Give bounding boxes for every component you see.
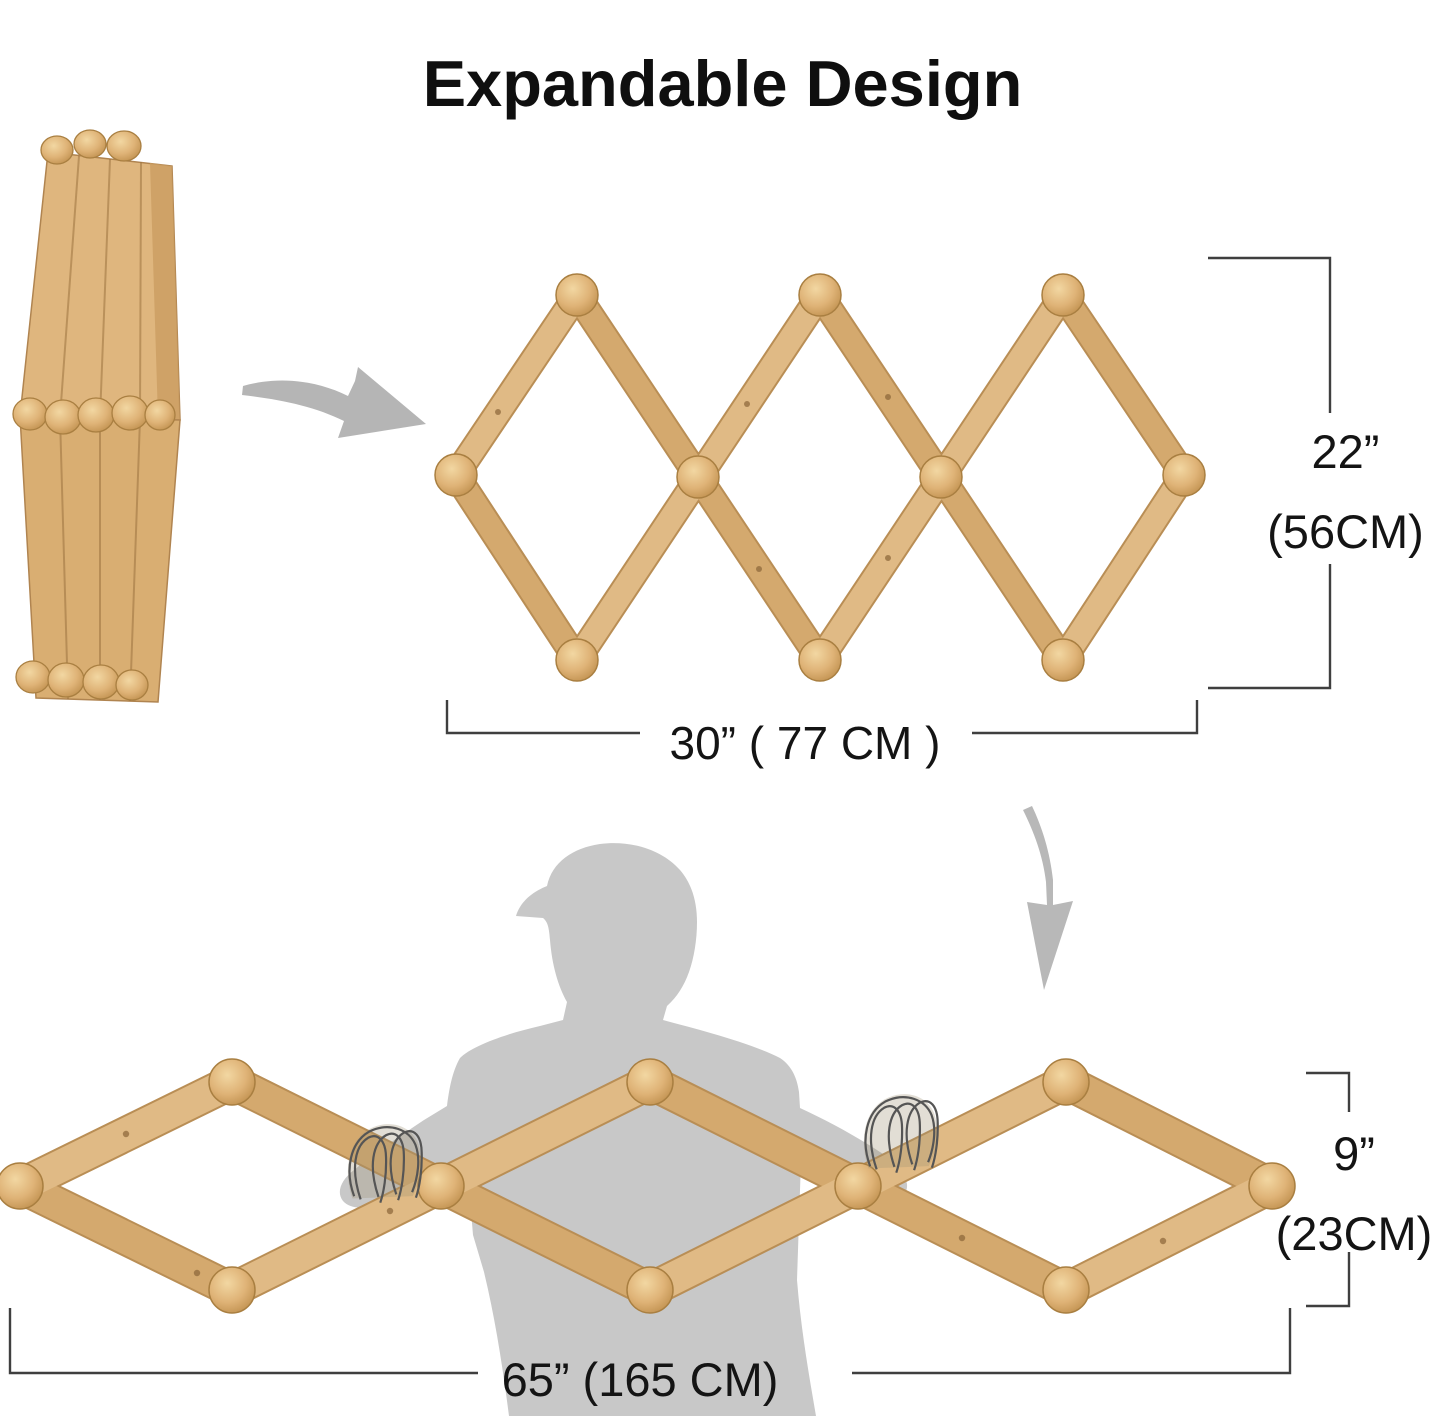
stretched-width-label: 65” (165 CM) [501,1353,779,1406]
dimension-bracket-expanded-width [445,700,1199,735]
person-silhouette [339,843,908,1416]
folded-rack-image [12,129,181,703]
dimension-bracket-expanded-height [1208,256,1332,690]
arrow-down-icon [1023,806,1073,990]
expanded-rack-image [434,273,1206,682]
page-title: Expandable Design [422,46,1023,120]
dimension-bracket-stretched-width [8,1308,1292,1375]
stretched-height-metric: (23CM) [1275,1207,1433,1260]
expanded-height-metric: (56CM) [1267,505,1424,558]
expanded-width-label: 30” ( 77 CM ) [669,717,941,769]
expanded-height-label: 22” (56CM) [1238,412,1445,572]
expanded-height-inches: 22” [1311,425,1380,478]
dimension-bracket-stretched-height [1306,1071,1351,1308]
arrow-right-icon [242,367,426,438]
stretched-height-inches: 9” [1333,1127,1375,1180]
stretched-height-label: 9” (23CM) [1266,1114,1442,1274]
stretched-rack-image [0,1058,1296,1314]
